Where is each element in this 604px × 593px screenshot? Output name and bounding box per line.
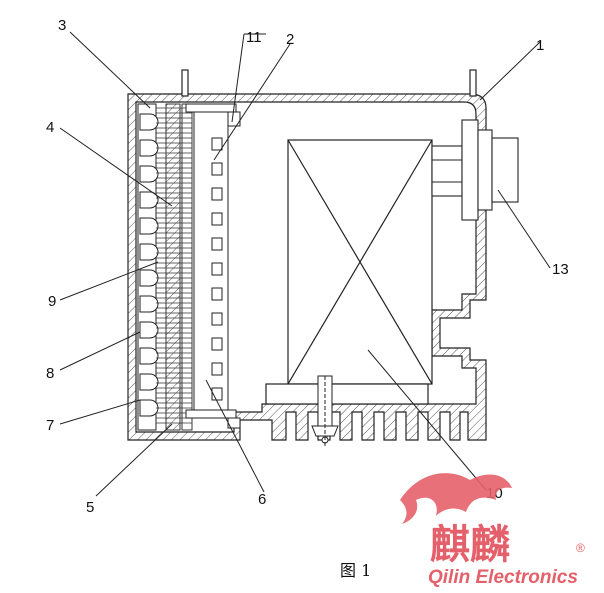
connector-tooth	[211, 287, 223, 301]
led	[139, 373, 159, 391]
callout-4: 4	[46, 119, 54, 136]
led	[139, 321, 159, 339]
watermark-chinese: 麒麟	[430, 521, 510, 568]
leader-lines	[59, 31, 551, 497]
led	[139, 269, 159, 287]
callout-9: 9	[48, 293, 56, 310]
led	[139, 139, 159, 157]
watermark-english: Qilin Electronics	[428, 567, 578, 588]
screws	[185, 103, 241, 429]
callout-13: 13	[552, 261, 569, 278]
led	[139, 217, 159, 235]
callout-5: 5	[86, 499, 94, 516]
top-tab	[181, 69, 189, 97]
pcb-board	[156, 103, 193, 431]
right-tab	[469, 69, 477, 97]
side-connector	[431, 119, 519, 221]
callout-1: 1	[536, 37, 544, 54]
led	[139, 399, 159, 417]
bottom-bolt	[311, 375, 339, 446]
led	[139, 243, 159, 261]
connector-tooth	[211, 337, 223, 351]
figure-caption: 图 1	[340, 561, 371, 580]
callout-11: 11	[246, 29, 262, 46]
dragon-mark	[400, 473, 512, 524]
connector-tooth	[211, 137, 223, 151]
connector-tooth	[211, 312, 223, 326]
connector-tooth	[211, 162, 223, 176]
connector-tooth	[211, 362, 223, 376]
watermark-logo: 麒麟 ® Qilin Electronics	[400, 473, 585, 588]
connector-tooth	[211, 237, 223, 251]
connector-tooth	[211, 262, 223, 276]
led	[139, 295, 159, 313]
callout-2: 2	[286, 31, 294, 48]
callout-7: 7	[46, 417, 54, 434]
led	[139, 165, 159, 183]
callout-6: 6	[258, 491, 266, 508]
connector-tooth	[211, 212, 223, 226]
led	[139, 347, 159, 365]
callout-3: 3	[58, 17, 66, 34]
connector-strip	[193, 109, 229, 415]
connector-tooth	[211, 187, 223, 201]
led	[139, 113, 159, 131]
led-array	[137, 103, 159, 431]
watermark-registered: ®	[576, 541, 585, 555]
callout-8: 8	[46, 365, 54, 382]
transformer-block	[265, 139, 433, 405]
